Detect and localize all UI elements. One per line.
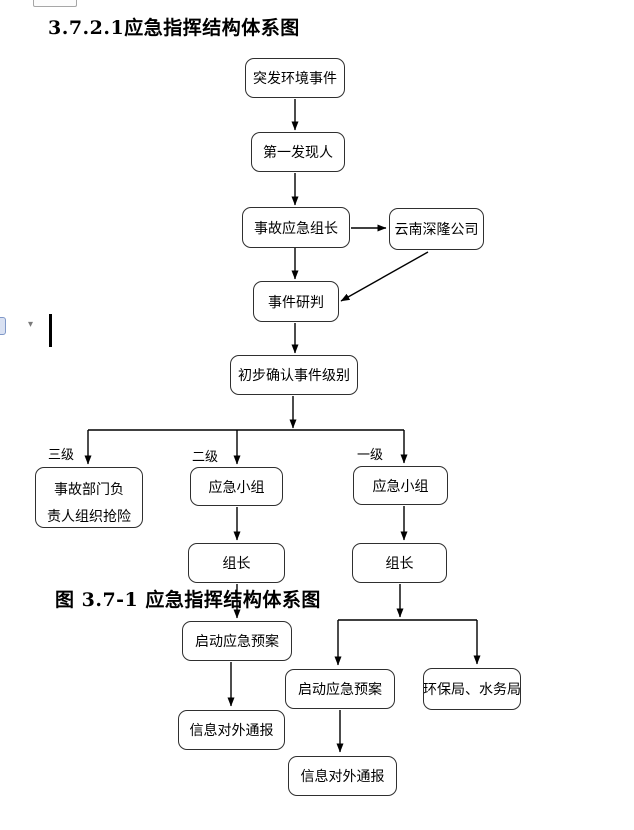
branch-label-level3: 三级 [48, 448, 75, 463]
node-start-plan-level2: 启动应急预案 [182, 621, 292, 661]
dept-head-line1: 事故部门负 [54, 482, 124, 498]
node-event-judgment: 事件研判 [253, 281, 339, 322]
text-cursor [49, 314, 52, 347]
node-external-report-level1: 信息对外通报 [288, 756, 397, 796]
node-company: 云南深隆公司 [389, 208, 484, 250]
node-emergency-team-level1: 应急小组 [353, 466, 448, 505]
section-heading: 3.7.2.1应急指挥结构体系图 [48, 17, 300, 39]
smart-tag-dropdown-icon[interactable]: ▾ [28, 319, 34, 330]
node-epa-water-bureau: 环保局、水务局 [423, 668, 521, 710]
node-confirm-event-level: 初步确认事件级别 [230, 355, 358, 395]
dept-head-line2-clipped: 责人组织抢险 [47, 509, 131, 525]
figure-caption: 图 3.7-1 应急指挥结构体系图 [55, 589, 321, 611]
node-accident-emergency-leader: 事故应急组长 [242, 207, 350, 248]
node-start-plan-level1: 启动应急预案 [285, 669, 395, 709]
node-dept-head-organize: 事故部门负 责人组织抢险 [35, 467, 143, 528]
node-first-discoverer: 第一发现人 [251, 132, 345, 172]
branch-label-level1: 一级 [357, 448, 384, 463]
smart-tag-icon[interactable] [0, 317, 6, 335]
cropped-ui-fragment [33, 0, 77, 7]
node-external-report-level2: 信息对外通报 [178, 710, 285, 750]
branch-label-level2: 二级 [192, 450, 219, 465]
node-emergency-team-level2: 应急小组 [190, 467, 283, 506]
node-incident: 突发环境事件 [245, 58, 345, 98]
node-group-leader-level1: 组长 [352, 543, 447, 583]
node-group-leader-level2: 组长 [188, 543, 285, 583]
